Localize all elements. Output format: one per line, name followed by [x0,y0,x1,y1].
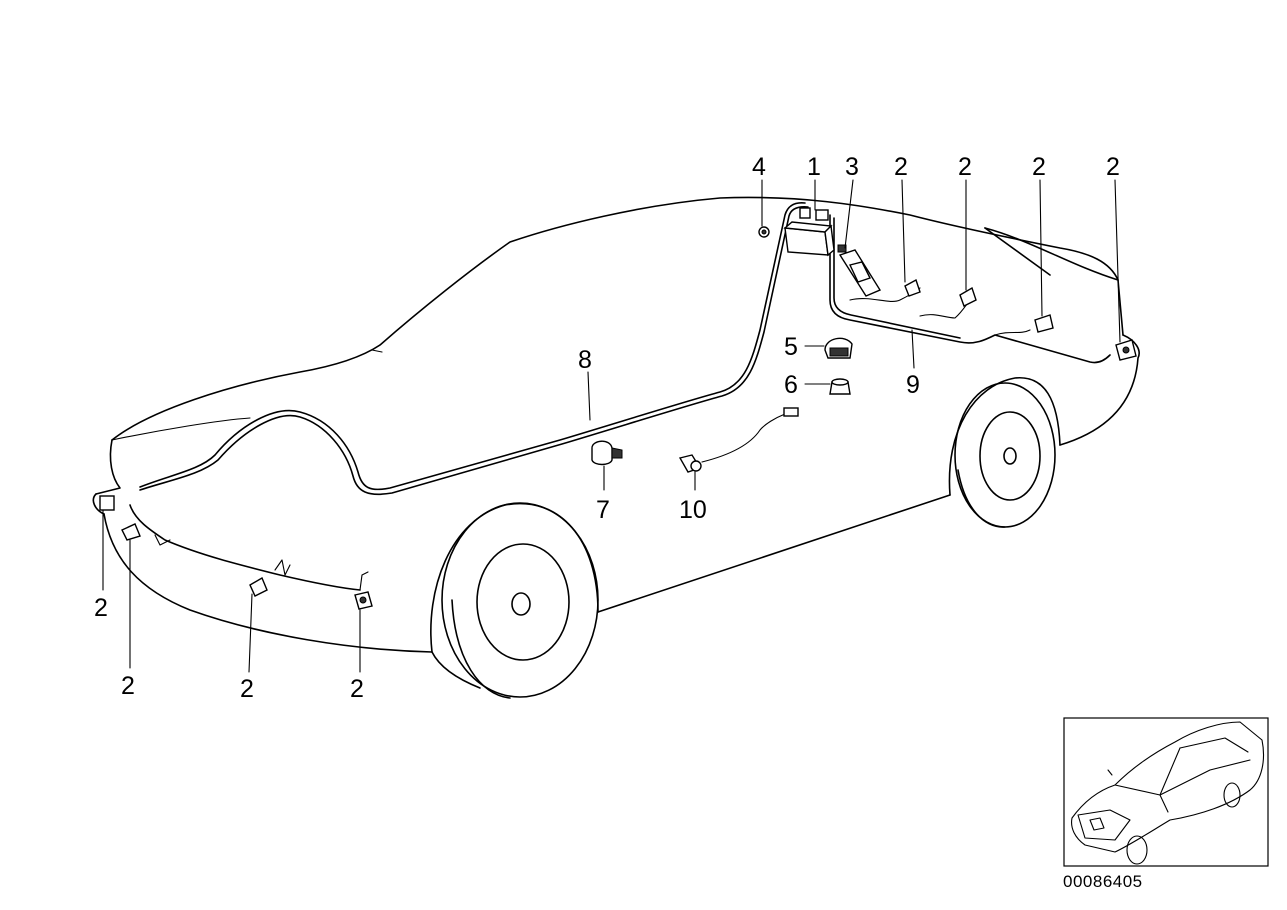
parking-sensor-rear-4 [1115,339,1137,361]
callout-2: 2 [94,594,108,622]
bracket-part-3 [837,244,882,297]
rear-wheel [948,377,1061,528]
front-wheel [430,502,599,699]
parking-sensor-front-4 [354,571,373,610]
callout-2: 2 [121,672,135,700]
parking-sensor-rear-2 [959,286,977,307]
control-unit-part-1 [783,207,835,257]
leader-lines [102,179,1121,673]
callout-5: 5 [784,333,798,361]
wiring-harness-front [139,202,809,496]
parking-sensor-rear-1 [904,278,921,297]
sensor-part-10 [678,407,799,473]
wiring-harness-bumper [129,504,361,591]
clip-part-4 [758,226,770,238]
callout-2: 2 [894,153,908,181]
callout-6: 6 [784,371,798,399]
sensor-part-7 [591,440,623,466]
callout-2: 2 [958,153,972,181]
callout-2: 2 [350,675,364,703]
parking-sensor-front-1 [99,495,115,511]
diagram-number: 00086405 [1063,872,1143,891]
parking-sensor-front-3 [249,576,268,597]
buzzer-part-5 [824,337,853,359]
callout-8: 8 [578,346,592,374]
callout-7: 7 [596,496,610,524]
grommet-part-6 [829,378,851,395]
vehicle-thumbnail [1063,717,1269,867]
parking-sensor-rear-3 [1034,314,1054,333]
callout-10: 10 [679,496,707,524]
callout-3: 3 [845,153,859,181]
callout-4: 4 [752,153,766,181]
callout-2: 2 [1106,153,1120,181]
callout-2: 2 [240,675,254,703]
car-body-outline [92,196,1140,689]
parking-sensor-front-2 [121,523,141,541]
callout-9: 9 [906,371,920,399]
callout-2: 2 [1032,153,1046,181]
callout-1: 1 [807,153,821,181]
callout-labels: 4 1 3 2 2 2 2 5 6 8 9 7 10 2 2 2 2 [94,153,1120,703]
